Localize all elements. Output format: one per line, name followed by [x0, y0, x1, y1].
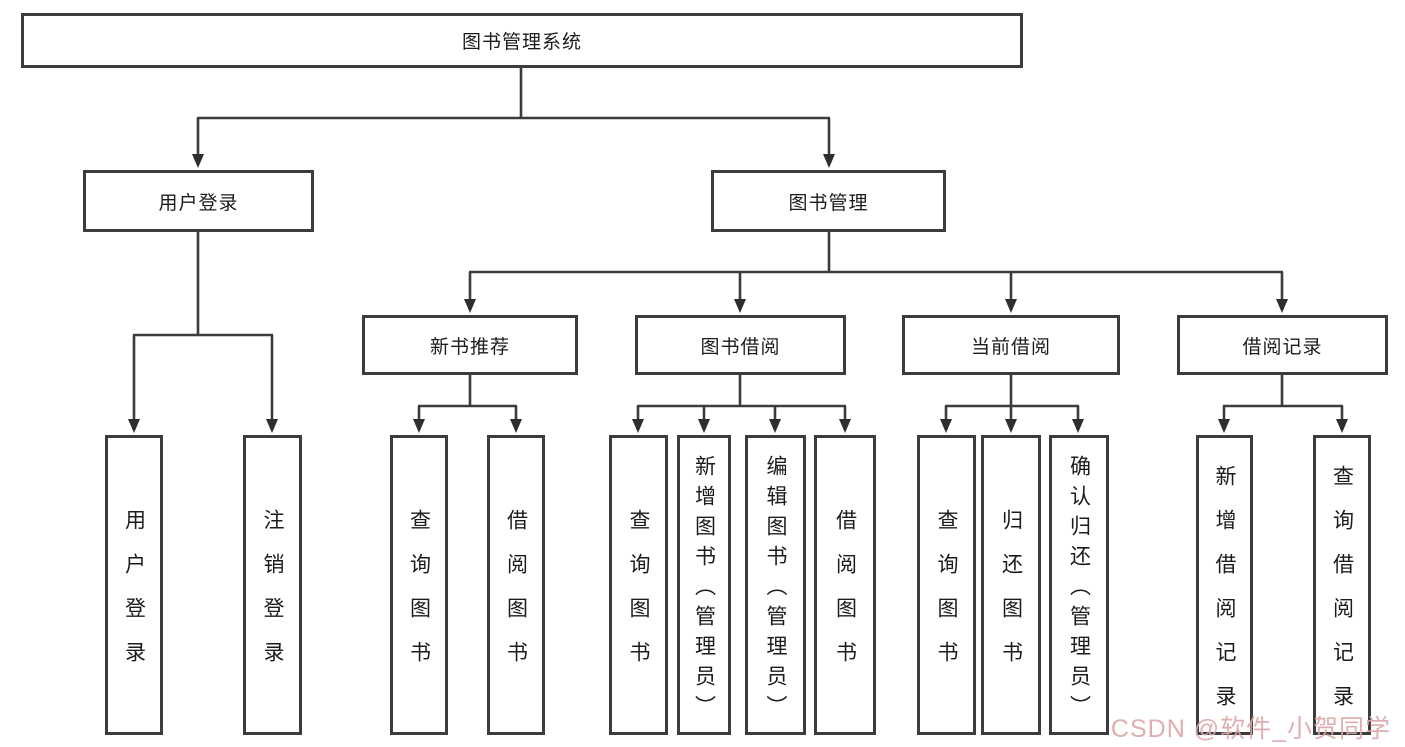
leaf-edit-book-admin-label: 编辑图书（管理员）: [764, 454, 787, 725]
leaf-edit-book-admin: 编辑图书（管理员）: [745, 435, 806, 735]
leaf-borrow-books-2: 借阅图书: [814, 435, 876, 735]
node-new-book-recommend: 新书推荐: [362, 315, 578, 375]
node-root: 图书管理系统: [21, 13, 1023, 68]
node-borrow-records: 借阅记录: [1177, 315, 1388, 375]
node-user-login: 用户登录: [83, 170, 314, 232]
node-book-borrow-label: 图书借阅: [700, 336, 781, 358]
leaf-query-books-recommend: 查询图书: [390, 435, 448, 735]
leaf-query-books-borrow-label: 查询图书: [627, 508, 650, 685]
node-user-login-label: 用户登录: [158, 192, 239, 214]
leaf-query-books-borrow: 查询图书: [609, 435, 668, 735]
leaf-add-book-admin: 新增图书（管理员）: [677, 435, 731, 735]
leaf-logout-label: 注销登录: [261, 508, 284, 685]
node-current-borrow-label: 当前借阅: [970, 336, 1051, 358]
leaf-logout: 注销登录: [243, 435, 302, 735]
node-root-label: 图书管理系统: [461, 32, 582, 53]
node-borrow-records-label: 借阅记录: [1242, 336, 1323, 358]
leaf-return-books: 归还图书: [981, 435, 1041, 735]
node-book-borrow: 图书借阅: [635, 315, 846, 375]
leaf-query-books-current: 查询图书: [917, 435, 976, 735]
node-book-management-label: 图书管理: [788, 192, 869, 214]
leaf-borrow-books-recommend: 借阅图书: [487, 435, 545, 735]
leaf-user-login-label: 用户登录: [122, 508, 146, 685]
leaf-borrow-books-recommend-label: 借阅图书: [504, 508, 528, 685]
node-book-management: 图书管理: [711, 170, 946, 232]
node-current-borrow: 当前借阅: [902, 315, 1120, 375]
leaf-query-borrow-record-label: 查询借阅记录: [1330, 464, 1354, 729]
leaf-query-books-recommend-label: 查询图书: [407, 508, 431, 685]
leaf-confirm-return-admin: 确认归还（管理员）: [1049, 435, 1109, 735]
node-new-book-recommend-label: 新书推荐: [429, 336, 510, 358]
leaf-borrow-books-2-label: 借阅图书: [833, 508, 857, 685]
leaf-add-borrow-record: 新增借阅记录: [1196, 435, 1253, 735]
leaf-return-books-label: 归还图书: [999, 508, 1023, 685]
leaf-add-borrow-record-label: 新增借阅记录: [1213, 464, 1236, 729]
leaf-query-borrow-record: 查询借阅记录: [1313, 435, 1371, 735]
leaf-confirm-return-admin-label: 确认归还（管理员）: [1067, 454, 1091, 725]
leaf-add-book-admin-label: 新增图书（管理员）: [692, 454, 716, 725]
watermark: CSDN @软件_小贺同学: [1110, 715, 1391, 743]
leaf-user-login: 用户登录: [105, 435, 163, 735]
leaf-query-books-current-label: 查询图书: [935, 508, 958, 685]
